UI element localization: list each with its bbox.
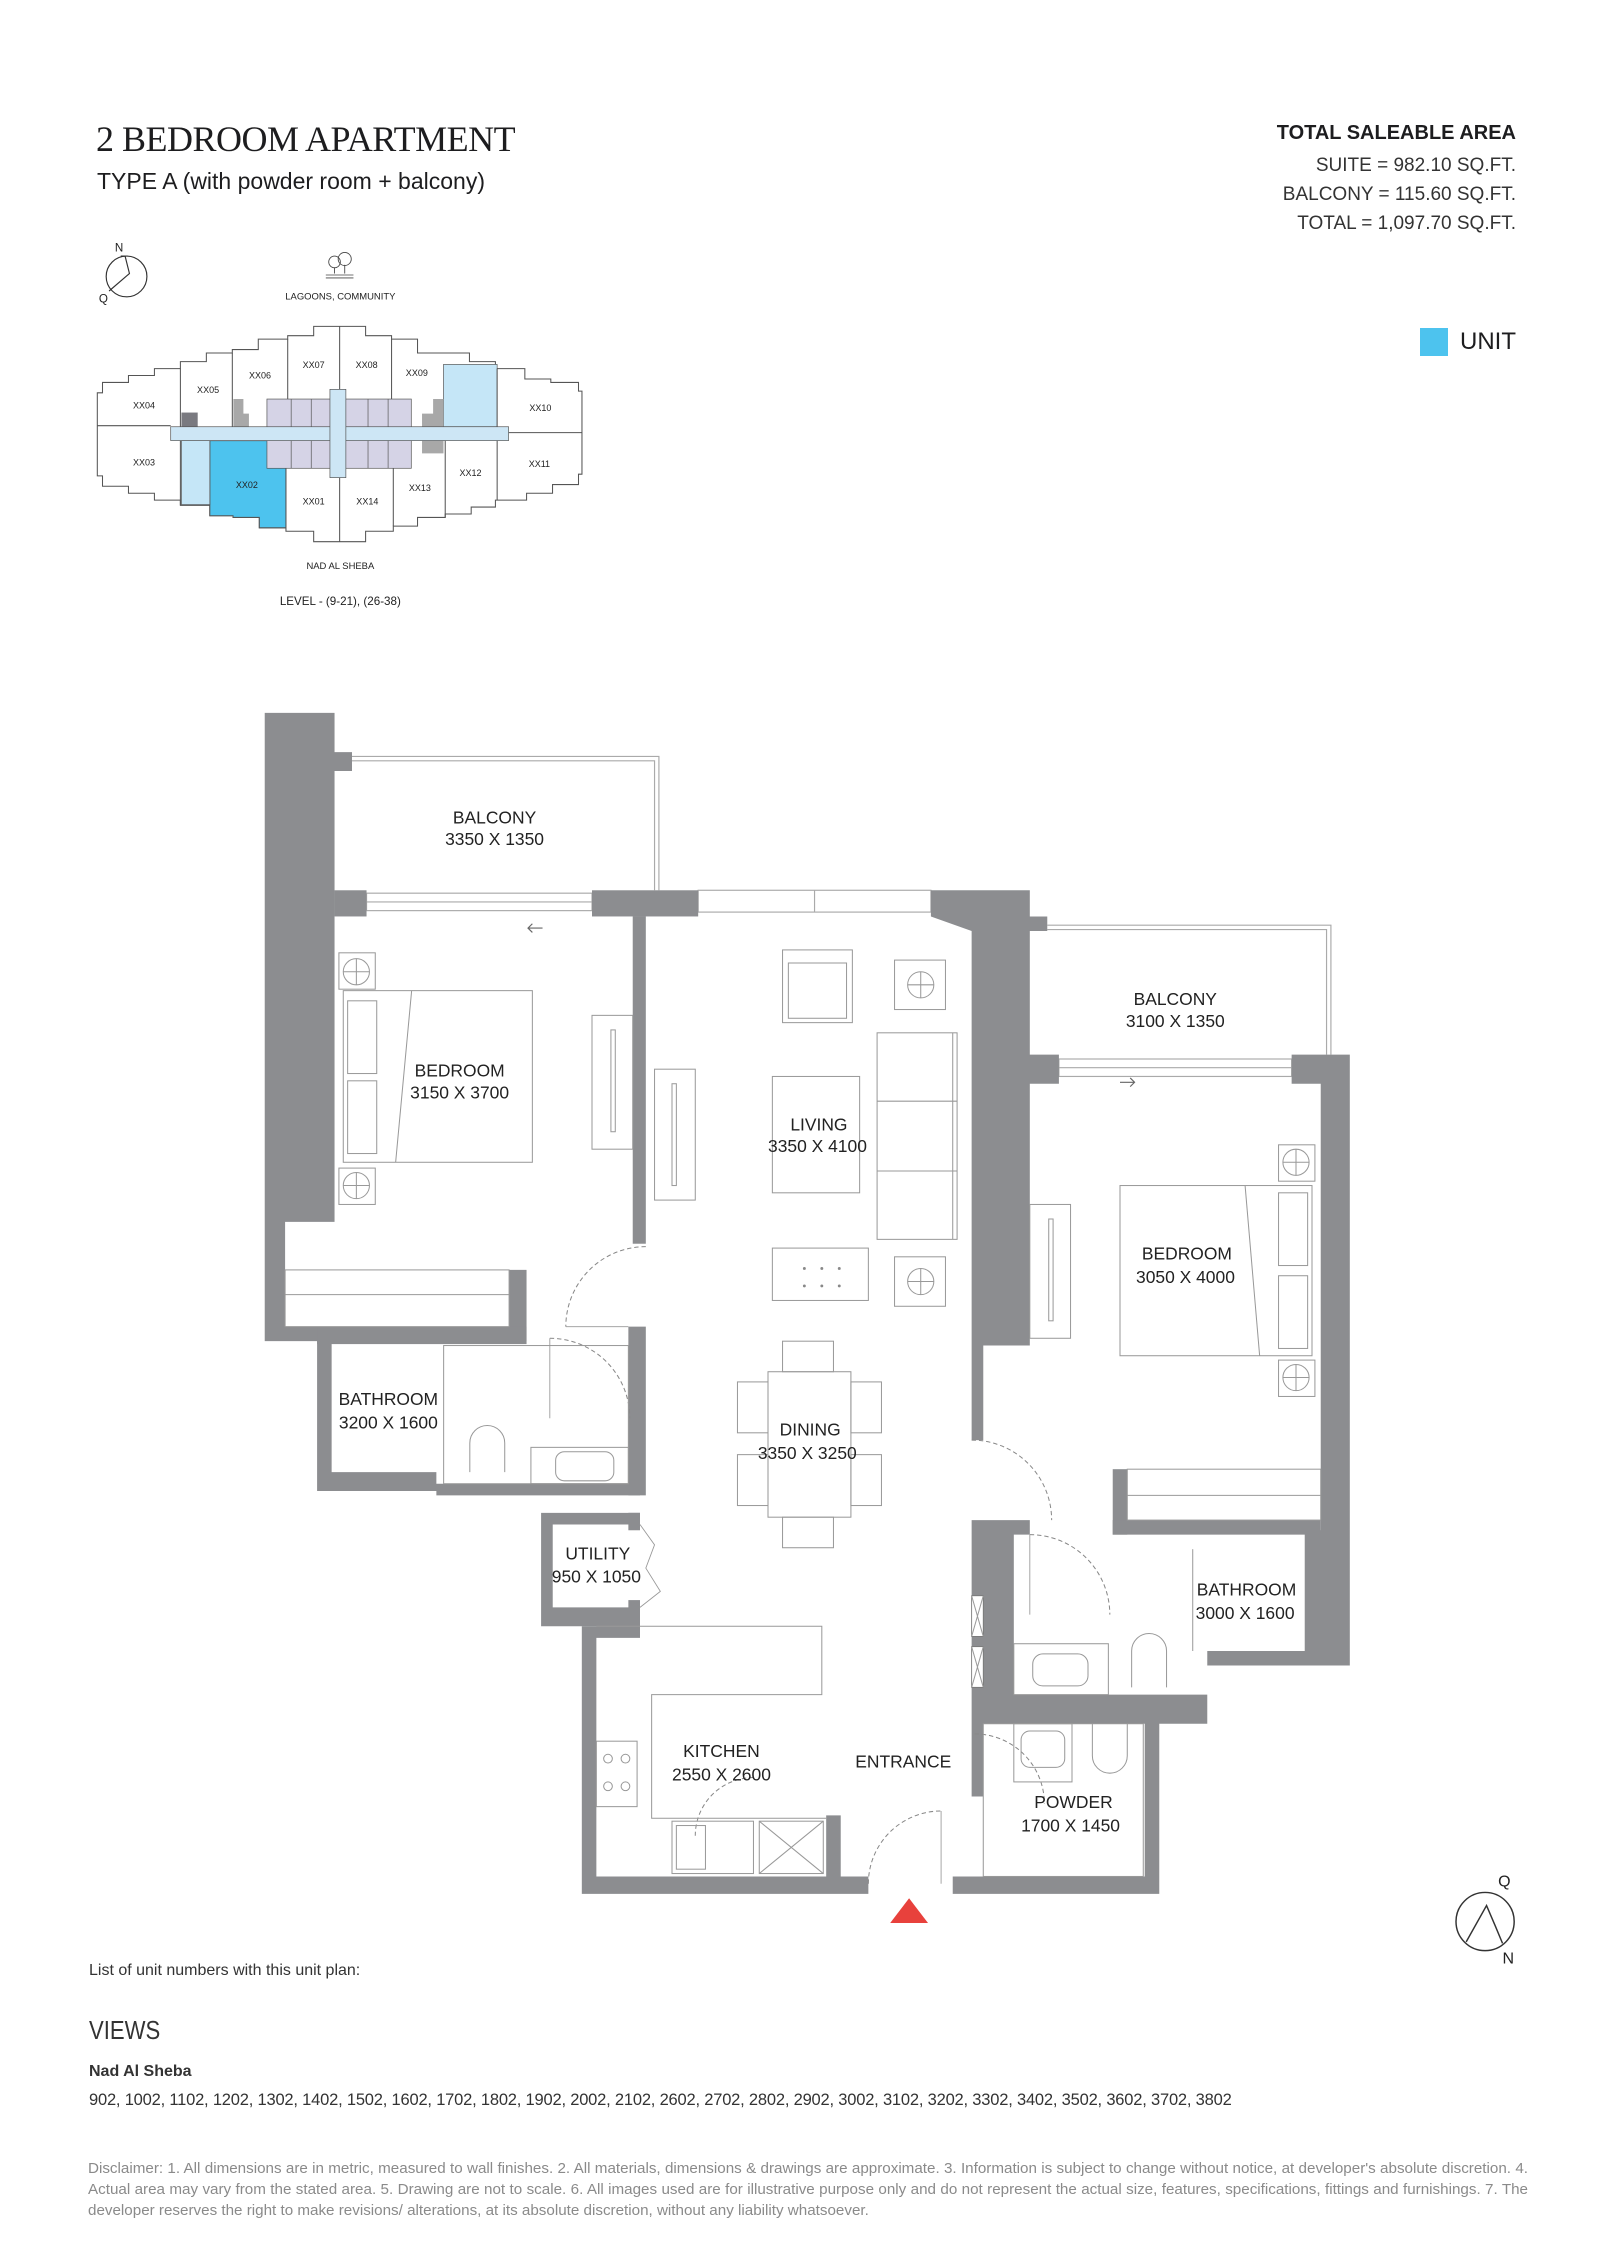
room-name: BATHROOM [339,1389,438,1409]
compass-small-icon: N Q [99,242,148,306]
room-dimensions: 1700 X 1450 [1021,1815,1120,1835]
page-title: 2 BEDROOM APARTMENT [96,119,516,159]
entrance-label: ENTRANCE [855,1751,951,1771]
unit-type-subtitle: TYPE A (with powder room + balcony) [97,168,485,194]
view-name: Nad Al Sheba [89,2063,192,2080]
keyplan-unit-label: XX12 [459,468,481,478]
keyplan-unit-label: XX03 [133,458,155,468]
room-name: BATHROOM [1197,1580,1296,1600]
room-dimensions: 3100 X 1350 [1126,1011,1225,1031]
suite-area: SUITE = 982.10 SQ.FT. [1315,155,1516,176]
room-dimensions: 3200 X 1600 [339,1412,438,1432]
compass-q-label: Q [1498,1874,1510,1891]
room-dimensions: 3350 X 3250 [758,1443,857,1463]
total-area: TOTAL = 1,097.70 SQ.FT. [1297,213,1516,234]
disclaimer: Disclaimer: 1. All dimensions are in met… [88,2160,1528,2219]
room-dimensions: 3350 X 1350 [445,829,544,849]
sliding-arrow-icon [527,923,543,933]
room-name: BALCONY [1134,989,1218,1009]
room-name: KITCHEN [683,1741,760,1761]
unit-floor-plan: BALCONY 3350 X 1350 BEDROOM 3150 X 3700 … [264,712,1350,1923]
keyplan-unit-label: XX14 [356,496,378,506]
key-plan: N Q LAGOONS, COMMUNITY NAD AL SHEBA LEVE… [96,242,583,608]
keyplan-unit-label: XX11 [529,459,550,469]
compass-icon: Q N [1455,1874,1515,1968]
balcony-area: BALCONY = 115.60 SQ.FT. [1282,184,1516,205]
keyplan-unit-label: XX10 [529,403,551,413]
furniture [284,949,1322,1877]
room-name: LIVING [790,1114,847,1134]
room-name: BALCONY [453,807,537,827]
compass-north-label: N [115,242,123,255]
room-dimensions: 3350 X 4100 [768,1136,867,1156]
keyplan-unit-label: XX08 [356,360,378,370]
keyplan-unit-label: XX01 [303,496,325,506]
room-dimensions: 2550 X 2600 [672,1764,771,1784]
unit-list-label: List of unit numbers with this unit plan… [89,1962,361,1979]
room-name: BEDROOM [415,1060,505,1080]
keyplan-unit-label: XX05 [197,385,219,395]
lagoon-trees-icon [325,252,354,279]
balcony-railings [352,755,1332,1078]
keyplan-top-view-label: LAGOONS, COMMUNITY [285,292,396,303]
unit-legend: UNIT [1420,328,1516,356]
unit-legend-swatch [1420,328,1448,356]
entrance-marker-icon [890,1898,928,1923]
walls [264,712,1350,1894]
room-name: BEDROOM [1142,1244,1232,1264]
room-dimensions: 3150 X 3700 [410,1082,509,1102]
area-heading: TOTAL SALEABLE AREA [1276,122,1516,144]
compass-q-label: Q [99,293,108,306]
keyplan-unit-label-selected: XX02 [236,480,258,490]
views-heading: VIEWS [89,2015,161,2045]
keyplan-bottom-view-label: NAD AL SHEBA [306,561,375,572]
keyplan-unit-label: XX09 [406,368,428,378]
keyplan-unit-label: XX13 [409,483,431,493]
room-dimensions: 950 X 1050 [552,1567,642,1587]
keyplan-unit-label: XX07 [303,360,325,370]
compass-north-label: N [1503,1951,1515,1968]
room-name: POWDER [1034,1792,1112,1812]
room-name: DINING [780,1420,841,1440]
keyplan-unit-label: XX06 [249,371,271,381]
unit-numbers: 902, 1002, 1102, 1202, 1302, 1402, 1502,… [89,2091,1232,2109]
room-name: UTILITY [565,1543,630,1563]
door-swings [549,1246,1111,1884]
keyplan-level-label: LEVEL - (9-21), (26-38) [280,595,401,608]
room-dimensions: 3050 X 4000 [1136,1267,1235,1287]
sliding-arrow-icon [1120,1077,1136,1088]
unit-legend-label: UNIT [1460,328,1516,355]
room-dimensions: 3000 X 1600 [1196,1603,1295,1623]
keyplan-unit-label: XX04 [133,401,155,411]
